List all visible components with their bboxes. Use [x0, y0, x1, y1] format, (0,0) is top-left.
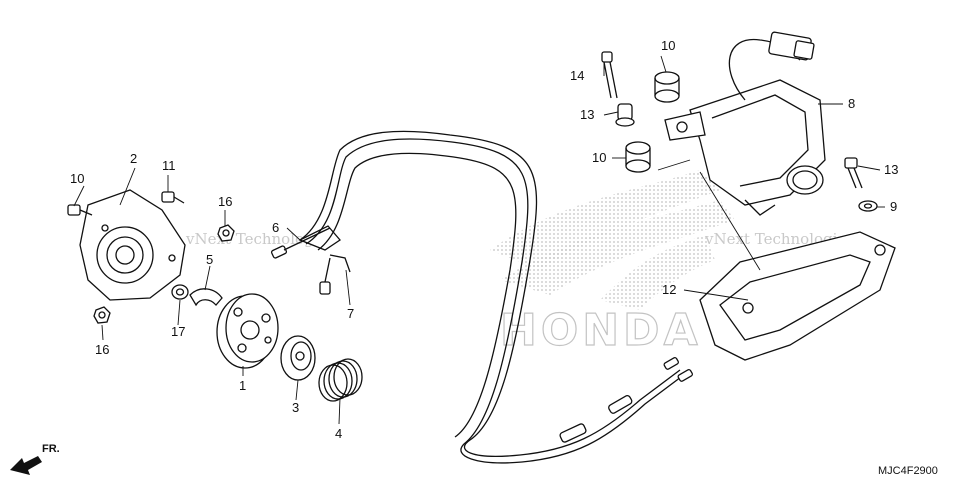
diagram-code: MJC4F2900	[878, 465, 938, 477]
callout-3: 3	[292, 400, 299, 415]
callout-15: 14	[570, 68, 584, 83]
clip-5	[189, 288, 223, 307]
leader-lines	[73, 55, 885, 425]
cover-plate-part	[79, 189, 186, 301]
callout-4: 4	[335, 426, 342, 441]
bolt-13-right	[161, 191, 185, 204]
bolt-14	[844, 157, 863, 189]
pulley-1	[216, 293, 279, 369]
washer-9	[858, 200, 878, 212]
collar-12	[615, 103, 635, 127]
rubber-mount-10-top	[654, 71, 680, 103]
callout-10-mid: 10	[592, 150, 606, 165]
callout-10-top: 10	[661, 38, 675, 53]
callout-11: 12	[662, 282, 676, 297]
callout-16-lower: 16	[95, 342, 109, 357]
ratchet-disc-3	[280, 335, 316, 381]
logo-lettering: HONDA	[500, 305, 702, 356]
direction-label: FR.	[42, 443, 60, 455]
callout-8: 8	[848, 96, 855, 111]
callout-1: 1	[239, 378, 246, 393]
throttle-cables	[299, 130, 693, 464]
callout-5: 5	[206, 252, 213, 267]
callout-7: 7	[347, 306, 354, 321]
callout-2: 2	[130, 151, 137, 166]
spring-4	[318, 358, 363, 402]
callout-16-upper: 16	[218, 194, 232, 209]
callout-6: 6	[272, 220, 279, 235]
callout-17: 17	[171, 324, 185, 339]
callout-13-right: 11	[162, 158, 176, 173]
honda-wing-logo: HONDA	[490, 170, 735, 357]
nut-16-upper	[217, 224, 235, 242]
wire-connector	[728, 31, 815, 101]
front-direction-arrow: FR.	[10, 443, 60, 475]
callout-14: 13	[884, 162, 898, 177]
callout-12: 13	[580, 107, 594, 122]
callout-9: 9	[890, 199, 897, 214]
bracket-11	[699, 231, 896, 361]
rubber-mount-10-mid	[625, 141, 651, 173]
callout-13-left: 10	[70, 171, 84, 186]
bolt-15	[601, 51, 618, 99]
collar-17	[171, 284, 189, 300]
cable-bracket-6	[270, 225, 351, 295]
actuator-8	[664, 79, 826, 216]
nut-16-left	[93, 306, 111, 324]
